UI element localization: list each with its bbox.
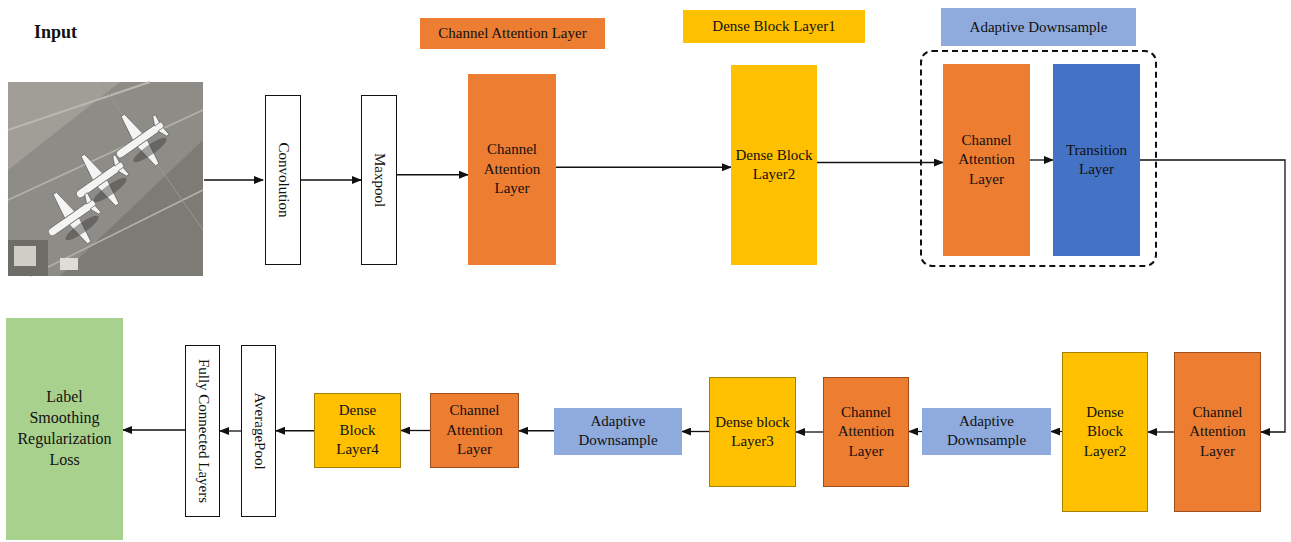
flow-arrow xyxy=(1030,159,1053,160)
flow-arrow xyxy=(123,429,185,430)
maxpool-box: Maxpool xyxy=(361,95,397,265)
box-label: Channel Attention Layer xyxy=(468,140,556,199)
attention-box: Channel Attention Layer xyxy=(468,74,556,265)
group-heading: Adaptive Downsample xyxy=(941,8,1136,46)
flow-arrow xyxy=(276,430,314,431)
flow-arrow xyxy=(556,167,731,168)
flow-arrow xyxy=(397,174,468,175)
attention-box: Channel Attention Layer xyxy=(823,377,909,487)
box-label: Channel Attention Layer xyxy=(1175,403,1260,462)
avgpool-box: AveragePool xyxy=(241,345,276,517)
flow-arrow xyxy=(909,431,922,432)
loss-box: Label Smoothing Regularization Loss xyxy=(6,318,123,540)
flow-arrow xyxy=(796,431,823,432)
conv-box: Convolution xyxy=(265,95,301,265)
box-label: Dense Block Layer2 xyxy=(1063,403,1147,462)
box-label: Dense block Layer3 xyxy=(710,413,795,452)
rotated-label: Convolution xyxy=(275,142,292,217)
box-label: Label Smoothing Regularization Loss xyxy=(6,387,123,470)
rotated-label: AveragePool xyxy=(250,392,267,469)
flow-arrow xyxy=(519,430,554,431)
flow-arrow xyxy=(401,430,430,431)
box-label: Dense Block Layer2 xyxy=(731,146,817,185)
box-label: Dense Block Layer4 xyxy=(315,401,400,460)
dense-block-box: Dense Block Layer2 xyxy=(731,65,817,265)
downsample-box: Adaptive Downsample xyxy=(554,408,682,455)
box-label: Adaptive Downsample xyxy=(554,412,682,451)
legend-swatch: Channel Attention Layer xyxy=(420,18,605,49)
flow-arrow xyxy=(817,162,943,163)
dense-block-box: Dense Block Layer2 xyxy=(1062,352,1148,512)
dense-block-box: Dense block Layer3 xyxy=(709,377,796,487)
transition-box: Transition Layer xyxy=(1053,64,1140,256)
rotated-label: Maxpool xyxy=(371,153,388,207)
rotated-label: Fully Connected Layers xyxy=(194,359,211,503)
attention-box: Channel Attention Layer xyxy=(943,64,1030,256)
input-label: Input xyxy=(34,22,77,43)
fc-box: Fully Connected Layers xyxy=(185,345,220,517)
box-label: Channel Attention Layer xyxy=(431,401,518,460)
attention-box: Channel Attention Layer xyxy=(430,393,519,468)
aerial-photo xyxy=(8,82,203,276)
downsample-box: Adaptive Downsample xyxy=(922,408,1051,455)
box-label: Channel Attention Layer xyxy=(824,403,908,462)
flow-arrow xyxy=(1148,431,1174,432)
box-label: Channel Attention Layer xyxy=(943,131,1030,190)
attention-box: Channel Attention Layer xyxy=(1174,352,1261,512)
downsample-group: Adaptive DownsampleChannel Attention Lay… xyxy=(920,50,1157,267)
flow-arrow xyxy=(682,431,709,432)
legend-swatch: Dense Block Layer1 xyxy=(683,10,865,43)
dense-block-box: Dense Block Layer4 xyxy=(314,393,401,468)
input-arrow xyxy=(204,179,263,180)
flow-arrow xyxy=(220,430,241,431)
box-label: Adaptive Downsample xyxy=(922,412,1051,451)
flow-arrow xyxy=(301,179,361,180)
flow-arrow xyxy=(1051,431,1062,432)
box-label: Transition Layer xyxy=(1053,141,1140,180)
legend-text: Dense Block Layer1 xyxy=(712,18,835,35)
legend-text: Channel Attention Layer xyxy=(438,25,586,42)
